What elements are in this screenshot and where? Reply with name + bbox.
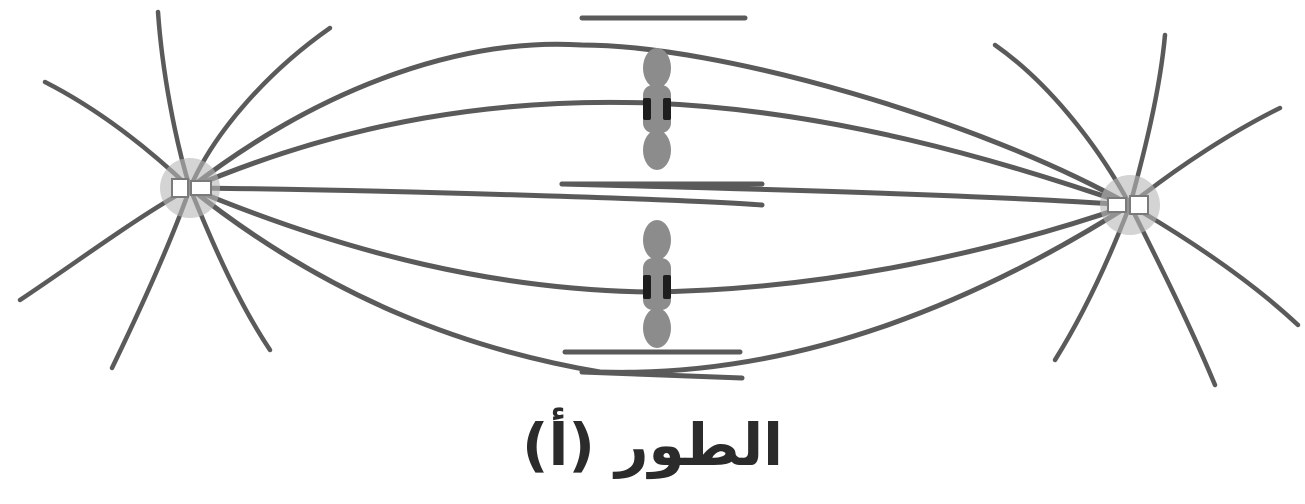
centriole <box>191 181 211 195</box>
kinetochore <box>643 98 651 120</box>
chromatid-arm <box>643 220 671 260</box>
spindle-fiber <box>190 188 762 205</box>
left-centrosome <box>160 158 220 218</box>
spindle-fiber <box>562 184 1130 205</box>
chromosome-upper <box>643 48 671 170</box>
chromosome-lower <box>643 220 671 348</box>
plate-line <box>582 372 742 378</box>
astral-ray <box>20 188 190 300</box>
kinetochore <box>663 275 671 299</box>
astral-ray <box>190 28 330 188</box>
kinetochore <box>643 275 651 299</box>
right-centrosome <box>1100 175 1160 235</box>
figure-caption: الطور (أ) <box>0 405 1305 485</box>
chromatid-arm <box>643 48 671 88</box>
chromatid-arm <box>643 130 671 170</box>
kinetochore <box>663 98 671 120</box>
centriole <box>1130 196 1148 214</box>
astral-ray <box>1130 205 1298 325</box>
spindle-diagram <box>0 0 1305 420</box>
centriole <box>1108 198 1126 212</box>
centriole <box>172 179 188 197</box>
chromatid-arm <box>643 308 671 348</box>
